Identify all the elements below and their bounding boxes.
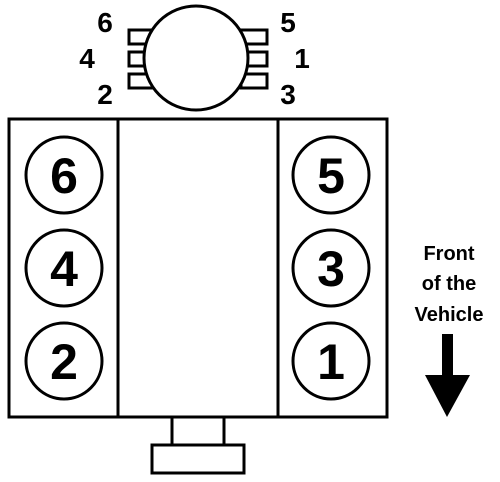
cylinder-right-1 — [291, 135, 371, 215]
front-label-line3: Vehicle — [415, 304, 484, 326]
cylinder-right-3 — [291, 321, 371, 401]
distributor-label-right-top: 5 — [280, 7, 296, 38]
cylinder-right-2 — [291, 228, 371, 308]
distributor-label-left-top: 6 — [97, 7, 113, 38]
cylinder-left-2-label: 4 — [50, 241, 78, 297]
cylinder-left-2 — [24, 228, 104, 308]
cylinder-left-3-label: 2 — [50, 334, 78, 390]
distributor-label-right-bottom: 3 — [280, 79, 296, 110]
distributor-label-left-bottom: 2 — [97, 79, 113, 110]
cylinder-right-2-label: 3 — [317, 241, 345, 297]
cylinder-right-1-label: 5 — [317, 148, 345, 204]
left-bank: 6 4 2 — [24, 135, 104, 401]
cylinder-left-1-label: 6 — [50, 148, 78, 204]
arrow-down-icon — [425, 334, 470, 417]
distributor-cap — [142, 4, 250, 112]
cylinder-left-1 — [24, 135, 104, 215]
cylinder-left-3 — [24, 321, 104, 401]
front-label-line2: of the — [422, 273, 476, 295]
transmission-housing — [150, 443, 246, 475]
cylinder-right-3-label: 1 — [317, 334, 345, 390]
front-label-line1: Front — [423, 243, 474, 265]
right-bank: 5 3 1 — [291, 135, 371, 401]
distributor-label-right-middle: 1 — [294, 43, 310, 74]
transmission-neck — [170, 415, 226, 449]
distributor-label-left-middle: 4 — [79, 43, 95, 74]
